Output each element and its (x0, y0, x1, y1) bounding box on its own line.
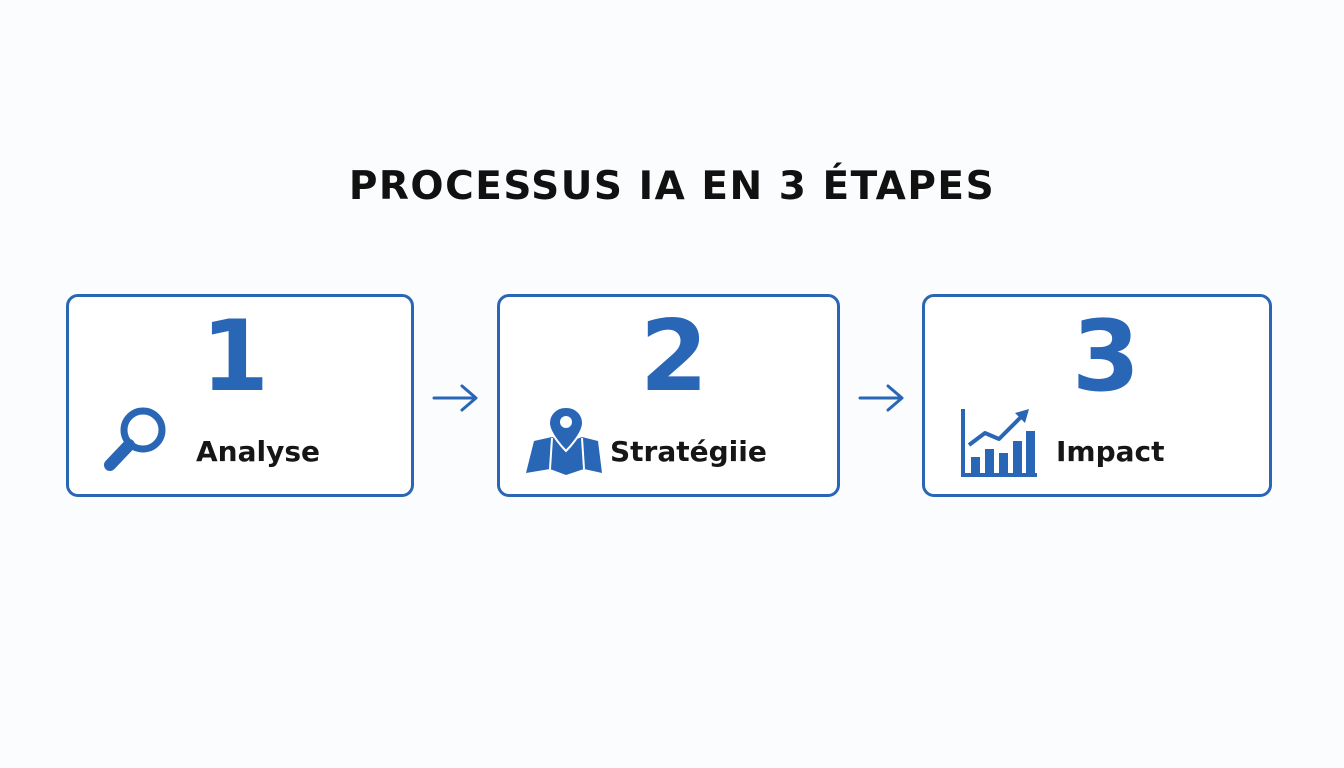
step-card-strategie: 2 Stratégiie (497, 294, 840, 497)
arrow-right-icon (432, 384, 478, 412)
step-label: Analyse (196, 435, 321, 468)
step-label: Stratégiie (610, 435, 767, 468)
step-card-impact: 3 Impact (922, 294, 1272, 497)
step-number: 2 (639, 300, 709, 414)
page-title: PROCESSUS IA EN 3 ÉTAPES (348, 164, 996, 209)
step-label: Impact (1056, 435, 1165, 468)
step-number: 3 (1071, 300, 1141, 414)
magnifier-icon (104, 407, 166, 471)
arrow-right-icon (858, 384, 904, 412)
step-card-analyse: 1 Analyse (66, 294, 414, 497)
map-pin-icon (526, 405, 602, 475)
step-number: 1 (200, 300, 270, 414)
growth-chart-icon (961, 409, 1037, 477)
